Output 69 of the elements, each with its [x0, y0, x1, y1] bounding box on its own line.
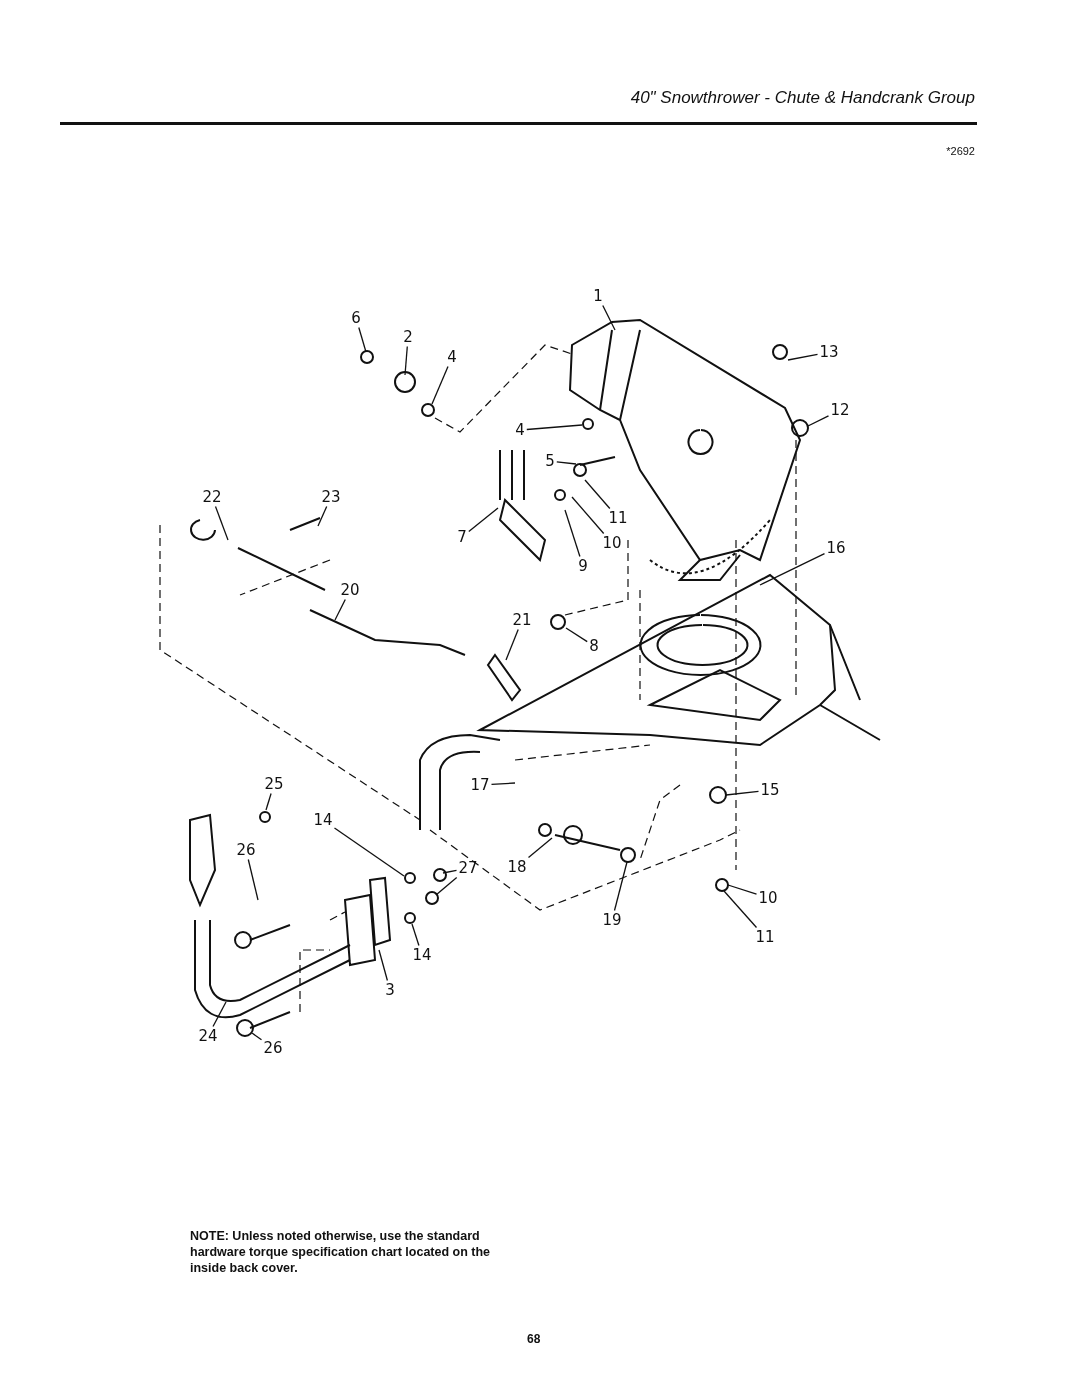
callout-number: 25	[264, 775, 284, 793]
callout-number: 4	[515, 421, 525, 439]
leader-line	[212, 1001, 227, 1028]
leader-line	[759, 552, 826, 586]
leader-line	[584, 479, 611, 510]
callout-number: 18	[507, 858, 527, 876]
leader-line	[468, 507, 499, 533]
leader-line	[727, 884, 758, 895]
leader-line	[787, 353, 819, 361]
leader-line	[564, 509, 581, 558]
callout-number: 27	[458, 859, 478, 877]
leader-line	[404, 345, 408, 376]
leader-line	[725, 790, 760, 796]
leader-line	[571, 496, 605, 535]
leader-line	[411, 923, 420, 947]
callout-number: 15	[760, 781, 780, 799]
leader-line	[527, 837, 553, 859]
callout-number: 8	[589, 637, 599, 655]
leader-line	[378, 949, 389, 982]
callout-number: 21	[512, 611, 532, 629]
callout-number: 26	[263, 1039, 283, 1057]
callout-number: 19	[602, 911, 622, 929]
page-title: 40" Snowthrower - Chute & Handcrank Group	[630, 88, 975, 108]
callout-number: 17	[470, 776, 490, 794]
leader-line	[247, 858, 259, 901]
leader-line	[556, 461, 577, 465]
callout-number: 10	[758, 889, 778, 907]
leader-line	[505, 628, 519, 661]
callout-number: 22	[202, 488, 222, 506]
leader-line	[214, 505, 229, 541]
callout-number: 14	[412, 946, 432, 964]
leader-line	[602, 304, 616, 331]
callout-number: 24	[198, 1027, 218, 1045]
callout-number: 9	[578, 557, 588, 575]
callout-number: 3	[385, 981, 395, 999]
callout-number: 16	[826, 539, 846, 557]
callout-number: 10	[602, 534, 622, 552]
leader-line	[251, 1032, 263, 1041]
leader-line	[435, 876, 458, 896]
callout-number: 14	[313, 811, 333, 829]
leader-line	[490, 782, 516, 785]
leader-line	[334, 598, 346, 621]
page-number: 68	[527, 1332, 541, 1346]
callout-number: 11	[755, 928, 775, 946]
callout-number: 26	[236, 841, 256, 859]
leader-line	[807, 415, 830, 427]
callout-number: 11	[608, 509, 628, 527]
callout-number: 7	[457, 528, 467, 546]
callout-number: 4	[447, 348, 457, 366]
leader-line	[265, 792, 272, 811]
callout-number: 13	[819, 343, 839, 361]
leader-line	[358, 326, 367, 353]
leader-line	[526, 424, 583, 431]
callout-number: 20	[340, 581, 360, 599]
leader-line	[442, 869, 458, 874]
note-text: NOTE: Unless noted otherwise, use the standard hardware torque specification chart located on the inside back cover.	[190, 1228, 492, 1276]
figure-number: *2692	[946, 145, 975, 157]
leader-line	[333, 827, 405, 877]
callout-number: 5	[545, 452, 555, 470]
callout-number: 1	[593, 287, 603, 305]
callout-number: 23	[321, 488, 341, 506]
leader-line	[565, 627, 588, 643]
callout-number: 2	[403, 328, 413, 346]
leader-line	[431, 365, 449, 405]
leader-line	[317, 505, 328, 527]
leader-line	[723, 890, 758, 929]
callout-number: 12	[830, 401, 850, 419]
callout-number: 6	[351, 309, 361, 327]
leader-line	[613, 861, 628, 912]
